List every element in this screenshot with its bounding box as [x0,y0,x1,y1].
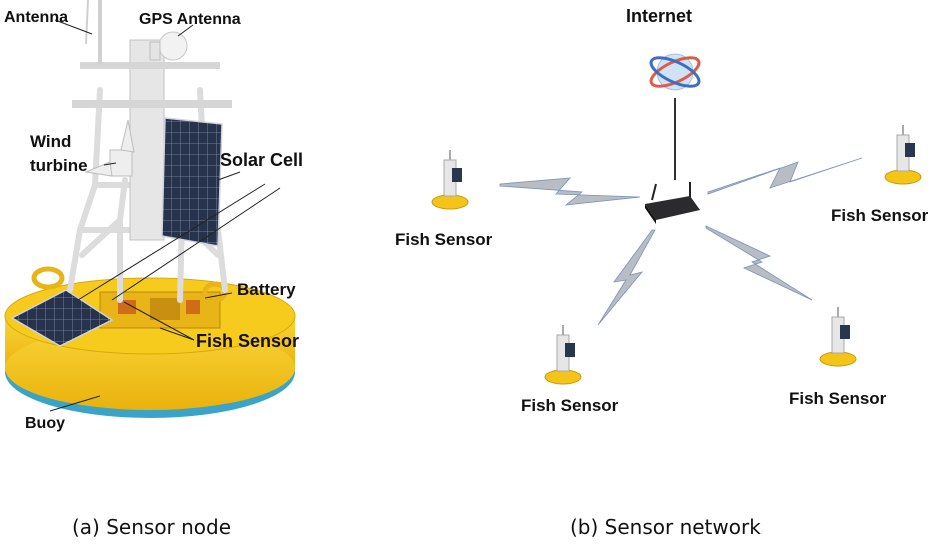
wireless-link-left [499,177,641,206]
internet-globe-icon [649,53,701,91]
label-solar-cell: Solar Cell [220,150,303,170]
caption-sensor-network: (b) Sensor network [570,515,761,539]
wind-turbine [84,119,135,177]
label-antenna: Antenna [4,9,68,26]
panel-a-leader-lines [49,19,281,412]
label-fish-sensor-right: Fish Sensor [831,206,929,225]
label-battery: Battery [237,280,296,299]
wireless-links [499,157,863,326]
wireless-link-right [707,157,863,195]
buoy-illustration [4,0,296,418]
label-fish-sensor-bottom-left: Fish Sensor [521,396,619,415]
buoy-icon-right [884,125,922,185]
buoy-icon-bottom-left [544,325,582,385]
wireless-link-bottom-left [597,229,656,326]
deck-solar-panel [10,289,114,347]
wireless-link-bottom-right [705,225,813,301]
label-buoy: Buoy [25,415,65,432]
label-fish-sensor-left: Fish Sensor [395,230,493,249]
tower-solar-panel [161,117,223,247]
label-wind-line2: turbine [30,156,88,175]
caption-sensor-node: (a) Sensor node [72,515,231,539]
buoy-icon-bottom-right [819,307,857,367]
label-fish-sensor-bottom-right: Fish Sensor [789,389,887,408]
gps-antenna-dome [158,31,188,61]
wireless-router-icon [645,182,700,224]
label-fish-sensor: Fish Sensor [196,331,299,351]
label-wind-line1: Wind [30,132,71,151]
lift-ring-left [31,266,65,290]
tower-mast [129,39,165,241]
label-gps-antenna: GPS Antenna [139,11,241,28]
buoy-icon-left [431,150,469,210]
label-internet: Internet [626,6,692,26]
